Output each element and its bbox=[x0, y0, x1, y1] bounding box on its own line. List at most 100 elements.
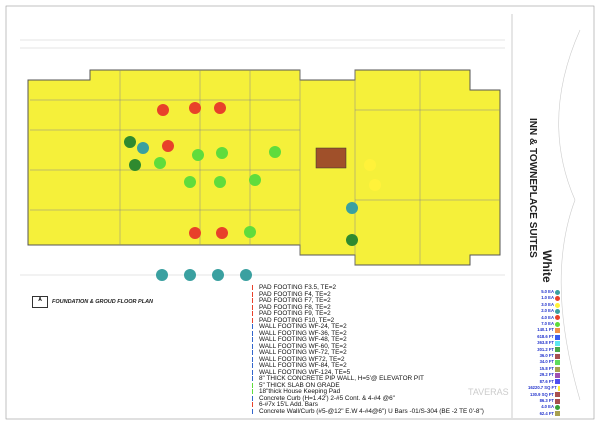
footing-marker bbox=[249, 174, 261, 186]
legend-item: PAD FOOTING F7, TE=2 bbox=[252, 297, 522, 305]
quantity-value: 4.0 EA bbox=[541, 404, 554, 410]
footing-marker bbox=[129, 159, 141, 171]
architect-mark: White bbox=[540, 250, 554, 283]
project-title: INN & TOWNEPLACE SUITES bbox=[527, 118, 538, 258]
legend-label: 5" THICK SLAB ON GRADE bbox=[259, 381, 340, 389]
quantity-swatch-icon bbox=[555, 411, 560, 417]
quantity-row: 7.0 EA bbox=[528, 321, 560, 327]
footing-marker bbox=[364, 159, 376, 171]
legend-label: WALL FOOTING WF-84, TE=2 bbox=[259, 362, 347, 369]
legend-swatch-icon bbox=[252, 337, 257, 342]
building-footprint bbox=[27, 69, 501, 266]
footing-marker bbox=[244, 226, 256, 238]
legend-swatch-icon bbox=[252, 285, 257, 290]
quantity-value: 2.0 EA bbox=[541, 308, 554, 314]
legend-item: Concrete Wall/Curb (#5-@12" E.W 4-#4@6")… bbox=[252, 408, 522, 416]
quantity-row: 86.3 FT bbox=[528, 398, 560, 404]
footing-marker bbox=[184, 176, 196, 188]
legend-item: PAD FOOTING F3.5, TE=2 bbox=[252, 284, 522, 292]
legend-label: PAD FOOTING F10, TE=2 bbox=[259, 316, 335, 324]
footing-marker bbox=[124, 136, 136, 148]
footing-marker bbox=[192, 149, 204, 161]
quantity-swatch-icon bbox=[555, 372, 560, 378]
legend-item: WALL FOOTING WF-36, TE=2 bbox=[252, 330, 522, 338]
quantity-swatch-icon bbox=[555, 302, 560, 308]
legend-swatch-icon bbox=[252, 330, 257, 336]
legend-swatch-icon bbox=[252, 408, 257, 414]
legend-swatch-icon bbox=[252, 382, 257, 388]
legend-label: PAD FOOTING F9, TE=2 bbox=[259, 310, 331, 317]
quantity-row: 140.1 FT bbox=[528, 327, 560, 334]
legend-label: PAD FOOTING F7, TE=2 bbox=[259, 297, 331, 304]
legend-label: PAD FOOTING F4, TE=2 bbox=[259, 290, 331, 298]
quantity-value: 34.0 FT bbox=[539, 359, 554, 365]
quantity-value: 3.0 EA bbox=[541, 301, 554, 307]
quantity-row: 4.0 EA bbox=[528, 315, 560, 321]
quantity-row: 363.8 FT bbox=[528, 340, 560, 346]
footing-marker bbox=[184, 269, 196, 281]
quantity-row: 3.0 EA bbox=[528, 302, 560, 308]
quantity-row: 16220.7 SQ FT bbox=[528, 385, 560, 391]
legend-label: WALL FOOTING WF-124, TE=5 bbox=[259, 368, 351, 376]
quantity-value: 29.2 FT bbox=[539, 372, 554, 378]
quantity-row: 301.2 FT bbox=[528, 347, 560, 353]
quantity-row: 4.0 EA bbox=[528, 404, 560, 411]
quantity-row: 36.0 FT bbox=[528, 353, 560, 359]
quantity-swatch-icon bbox=[555, 366, 560, 372]
quantity-value: 140.1 FT bbox=[537, 327, 554, 333]
legend-label: WALL FOOTING WF-24, TE=2 bbox=[259, 323, 347, 330]
legend-item: PAD FOOTING F9, TE=2 bbox=[252, 310, 522, 318]
quantity-swatch-icon bbox=[555, 315, 560, 321]
legend-label: PAD FOOTING F3.5, TE=2 bbox=[259, 284, 337, 291]
plan-title: FOUNDATION & GROUD FLOOR PLAN bbox=[52, 299, 154, 305]
quantity-row: 5.0 EA bbox=[528, 289, 560, 295]
legend-swatch-icon bbox=[252, 402, 257, 407]
quantity-swatch-icon bbox=[555, 353, 560, 359]
elevator-pit bbox=[315, 147, 347, 169]
quantity-swatch-icon bbox=[555, 328, 560, 334]
quantity-row: 62.4 FT bbox=[528, 411, 560, 417]
legend-swatch-icon bbox=[252, 304, 257, 310]
quantity-value: 5.0 EA bbox=[541, 289, 554, 294]
quantity-value: 7.0 EA bbox=[541, 321, 554, 327]
legend-label: WALL FOOTING WF72, TE=2 bbox=[259, 355, 345, 363]
quantity-swatch-icon bbox=[555, 334, 560, 340]
legend-swatch-icon bbox=[252, 350, 257, 355]
quantity-value: 618.6 FT bbox=[537, 333, 554, 339]
quantity-swatch-icon bbox=[555, 392, 560, 398]
legend-swatch-icon bbox=[252, 324, 257, 329]
legend-item: WALL FOOTING WF-84, TE=2 bbox=[252, 362, 522, 370]
legend-swatch-icon bbox=[252, 343, 257, 349]
quantity-row: 618.6 FT bbox=[528, 334, 560, 340]
legend-swatch-icon bbox=[252, 291, 257, 297]
quantity-row: 29.2 FT bbox=[528, 372, 560, 378]
quantity-row: 1.0 EA bbox=[528, 295, 560, 302]
quantity-row: 130.9 SQ FT bbox=[528, 392, 560, 398]
legend-label: Concrete Curb (H=1.42') 2-#5 Cont. & 4-#… bbox=[259, 394, 395, 402]
legend-label: 6-#7x 15'L Add. Bars bbox=[259, 401, 318, 408]
legend-swatch-icon bbox=[252, 356, 257, 362]
quantity-value: 4.0 EA bbox=[541, 314, 554, 320]
footing-marker bbox=[369, 179, 381, 191]
quantity-value: 87.6 FT bbox=[539, 378, 554, 384]
quantity-swatch-icon bbox=[555, 379, 560, 385]
quantity-swatch-icon bbox=[555, 360, 560, 366]
legend-item: PAD FOOTING F8, TE=2 bbox=[252, 304, 522, 312]
quantity-row: 15.8 FT bbox=[528, 366, 560, 372]
quantity-value: 130.9 SQ FT bbox=[530, 391, 554, 397]
legend-label: WALL FOOTING WF-60, TE=2 bbox=[259, 342, 347, 350]
quantity-swatch-icon bbox=[555, 308, 560, 314]
legend-swatch-icon bbox=[252, 298, 257, 303]
legend-item: PAD FOOTING F10, TE=2 bbox=[252, 316, 522, 325]
quantity-swatch-icon bbox=[557, 385, 560, 391]
plan-tag: A bbox=[32, 296, 48, 308]
quantity-value: 1.0 EA bbox=[541, 295, 554, 301]
quantity-swatch-icon bbox=[555, 321, 560, 327]
legend-label: 18"thick House Keeping Pad bbox=[259, 388, 341, 395]
footing-marker bbox=[346, 202, 358, 214]
footing-marker bbox=[240, 269, 252, 281]
legend-label: WALL FOOTING WF-72, TE=2 bbox=[259, 349, 347, 356]
footing-marker bbox=[137, 142, 149, 154]
